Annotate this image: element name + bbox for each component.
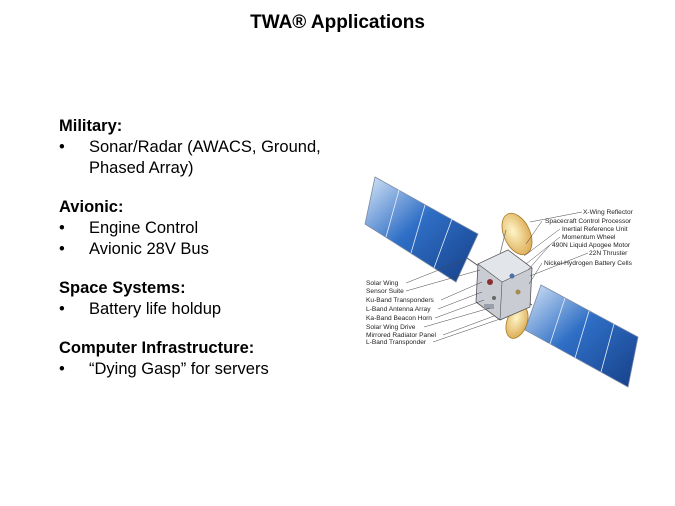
label-ku-band-transponders: Ku-Band Transponders <box>366 297 435 304</box>
label-x-wing-reflector: X-Wing Reflector <box>583 209 634 216</box>
section-space-systems: Space Systems: Battery life holdup <box>59 278 369 320</box>
applications-list: Military: Sonar/Radar (AWACS, Ground, Ph… <box>59 116 369 398</box>
bullet-list: Engine Control Avionic 28V Bus <box>59 218 369 260</box>
bullet-list: “Dying Gasp” for servers <box>59 359 369 380</box>
section-heading: Space Systems: <box>59 279 186 297</box>
satellite-diagram: X-Wing Reflector Spacecraft Control Proc… <box>364 176 639 388</box>
label-inertial-reference-unit: Inertial Reference Unit <box>562 226 628 233</box>
right-leader-lines <box>523 211 589 285</box>
section-computer-infrastructure: Computer Infrastructure: “Dying Gasp” fo… <box>59 338 369 380</box>
bullet-item: “Dying Gasp” for servers <box>59 359 369 380</box>
label-spacecraft-control-processor: Spacecraft Control Processor <box>545 218 632 225</box>
bullet-item: Sonar/Radar (AWACS, Ground, Phased Array… <box>59 137 369 179</box>
label-ka-band-beacon-horn: Ka-Band Beacon Horn <box>366 315 432 322</box>
label-sensor-suite: Sensor Suite <box>366 288 404 295</box>
bullet-item: Battery life holdup <box>59 299 369 320</box>
label-l-band-antenna-array: L-Band Antenna Array <box>366 306 431 313</box>
right-solar-wing <box>519 284 639 388</box>
label-liquid-apogee-motor: 490N Liquid Apogee Motor <box>552 242 631 249</box>
bullet-item: Engine Control <box>59 218 369 239</box>
section-heading: Computer Infrastructure: <box>59 339 255 357</box>
label-l-band-transponder: L-Band Transponder <box>366 339 427 346</box>
bullet-list: Battery life holdup <box>59 299 369 320</box>
satellite-body <box>475 229 533 321</box>
section-military: Military: Sonar/Radar (AWACS, Ground, Ph… <box>59 116 369 179</box>
label-22n-thruster: 22N Thruster <box>589 250 628 257</box>
section-heading: Avionic: <box>59 198 124 216</box>
label-momentum-wheel: Momentum Wheel <box>562 234 616 241</box>
upper-reflector-dish <box>501 212 533 256</box>
left-leader-lines <box>405 259 501 343</box>
bullet-item: Avionic 28V Bus <box>59 239 369 260</box>
slide-title: TWA® Applications <box>250 12 425 33</box>
label-mirrored-radiator-panel: Mirrored Radiator Panel <box>366 332 437 339</box>
bullet-list: Sonar/Radar (AWACS, Ground, Phased Array… <box>59 137 369 179</box>
section-avionic: Avionic: Engine Control Avionic 28V Bus <box>59 197 369 260</box>
section-heading: Military: <box>59 117 123 135</box>
label-solar-wing: Solar Wing <box>366 280 399 287</box>
label-solar-wing-drive: Solar Wing Drive <box>366 324 416 331</box>
label-battery-cells: Nickel-Hydrogen Battery Cells <box>544 260 633 267</box>
left-solar-wing <box>364 176 481 283</box>
